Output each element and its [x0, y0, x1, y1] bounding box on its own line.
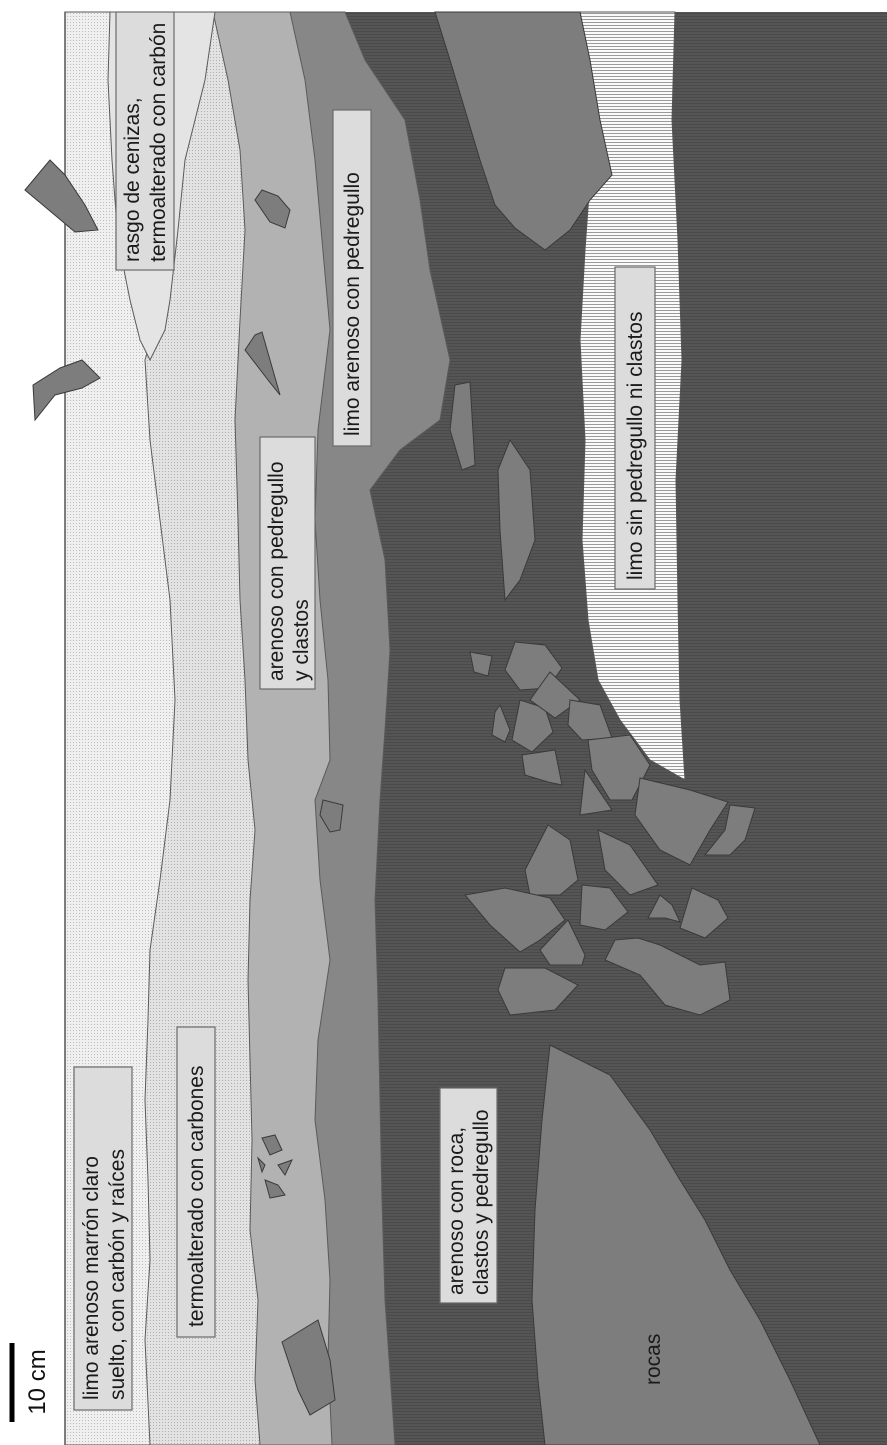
clast	[264, 1179, 286, 1199]
label-layer-7-line2: clastos y pedregullo	[470, 1109, 493, 1295]
clast	[597, 829, 659, 896]
label-layer-7-line1: arenoso con roca,	[445, 1127, 468, 1295]
clast	[449, 381, 476, 471]
label-layer-1-line1: limo arenoso marrón claro	[80, 1156, 103, 1400]
clast	[604, 937, 731, 1016]
rock-large-bottom	[531, 1044, 821, 1445]
clast	[529, 671, 581, 719]
label-box-layer-7	[439, 1087, 498, 1304]
label-layer-5: limo arenoso con pedregullo	[341, 172, 364, 436]
clast	[587, 734, 651, 801]
label-rocks: rocas	[642, 1334, 665, 1385]
label-layer-2-line2: termoalterado con carbón	[147, 23, 170, 262]
clast	[539, 919, 586, 966]
clast	[281, 1319, 336, 1416]
label-box-layer-2	[115, 11, 175, 271]
label-layer-3: termoalterado con carbones	[185, 1066, 208, 1328]
clast	[469, 651, 493, 677]
label-box-layer-6	[614, 266, 656, 590]
label-layer-2-line1: rasgo de cenizas,	[121, 97, 144, 262]
clast	[679, 887, 729, 939]
label-layer-4-line1: arenoso con pedregullo	[265, 462, 288, 682]
label-layer-4-line2: y clastos	[290, 599, 313, 681]
clast	[497, 438, 536, 602]
label-box-layer-3	[176, 1026, 216, 1338]
clast	[497, 967, 579, 1016]
clast	[579, 884, 629, 931]
clast	[256, 1156, 266, 1174]
clast	[277, 1159, 293, 1176]
clast	[261, 1134, 283, 1156]
clast	[579, 768, 613, 816]
clast	[634, 777, 729, 866]
label-box-layer-4	[259, 436, 316, 690]
clast	[319, 799, 344, 833]
clast	[254, 189, 291, 229]
rock-large-top	[434, 11, 613, 251]
clast	[491, 703, 511, 743]
label-layer-6: limo sin pedregullo ni clastos	[624, 312, 647, 580]
clast	[647, 894, 681, 923]
clasts-group	[24, 159, 756, 1416]
clast	[32, 359, 101, 422]
scale-bar-label: 10 cm	[24, 1349, 51, 1414]
label-box-layer-5	[332, 109, 372, 447]
label-layer-1-line2: suelto, con carbón y raíces	[106, 1149, 129, 1400]
clast	[524, 824, 579, 896]
clast	[521, 749, 563, 786]
clast	[703, 804, 756, 856]
label-box-layer-1	[73, 1066, 133, 1411]
clast	[244, 331, 281, 396]
clast	[464, 887, 566, 953]
clast	[24, 159, 99, 233]
